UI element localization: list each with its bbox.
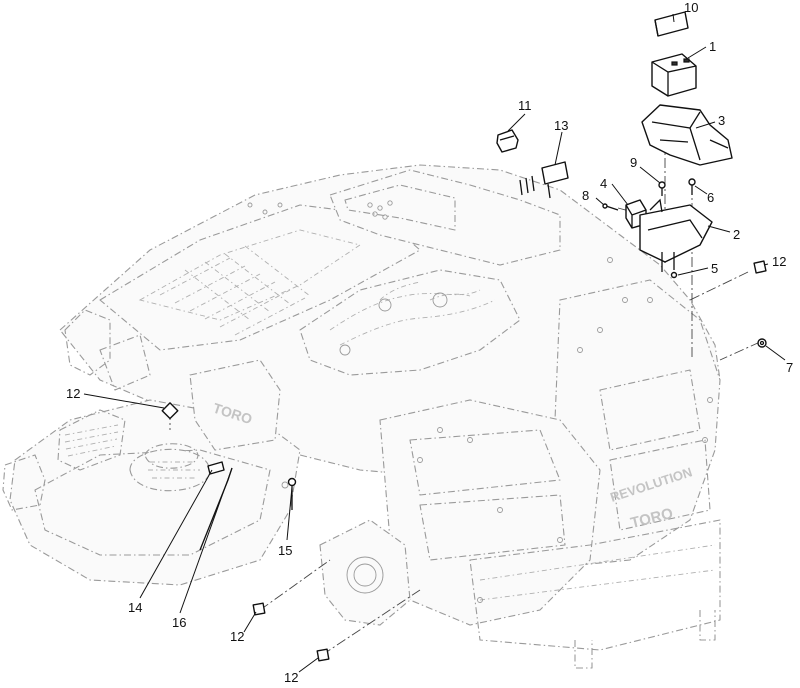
callout-8: 8 <box>582 188 589 203</box>
callout-6: 6 <box>707 190 714 205</box>
part-12-decal-deck[interactable] <box>161 402 179 420</box>
part-6-bolt[interactable] <box>688 178 696 195</box>
callout-1: 1 <box>709 39 716 54</box>
callout-labels: 10 1 3 9 6 4 8 2 5 11 13 12 12 7 14 16 1… <box>66 0 793 685</box>
callout-10: 10 <box>684 0 698 15</box>
callout-2: 2 <box>733 227 740 242</box>
machine-frame-ghost <box>2 164 721 669</box>
part-7-nut[interactable] <box>757 338 767 348</box>
part-1-battery[interactable] <box>651 53 697 97</box>
callout-15: 15 <box>278 543 292 558</box>
callout-12-deck: 12 <box>66 386 80 401</box>
callout-4: 4 <box>600 176 607 191</box>
callout-7: 7 <box>786 360 793 375</box>
leader-lines <box>83 13 786 614</box>
part-8-screw[interactable] <box>602 203 619 211</box>
callout-13: 13 <box>554 118 568 133</box>
part-5-screws[interactable] <box>661 252 678 279</box>
part-13-switch[interactable] <box>519 161 569 199</box>
callout-3: 3 <box>718 113 725 128</box>
part-3-battery-tray[interactable] <box>641 104 733 166</box>
part-10-battery-cover[interactable] <box>654 11 689 37</box>
callout-5: 5 <box>711 261 718 276</box>
callout-14: 14 <box>128 600 142 615</box>
part-2-mounting-bracket[interactable] <box>639 198 713 263</box>
part-11-connector[interactable] <box>496 129 519 153</box>
part-9-bolt[interactable] <box>658 181 666 196</box>
part-12-decal-lower[interactable] <box>252 602 266 616</box>
tread-pattern <box>159 245 311 336</box>
part-12-decal-right[interactable] <box>753 260 767 274</box>
frame-holes <box>247 202 713 603</box>
part-12-decal-bottom[interactable] <box>316 648 330 662</box>
callout-11: 11 <box>518 98 532 113</box>
callout-16: 16 <box>172 615 186 630</box>
callout-9: 9 <box>630 155 637 170</box>
callout-12-lower: 12 <box>230 629 244 644</box>
deck-grille <box>57 409 126 471</box>
callout-12-bottom: 12 <box>284 670 298 685</box>
callout-12-right: 12 <box>772 254 786 269</box>
